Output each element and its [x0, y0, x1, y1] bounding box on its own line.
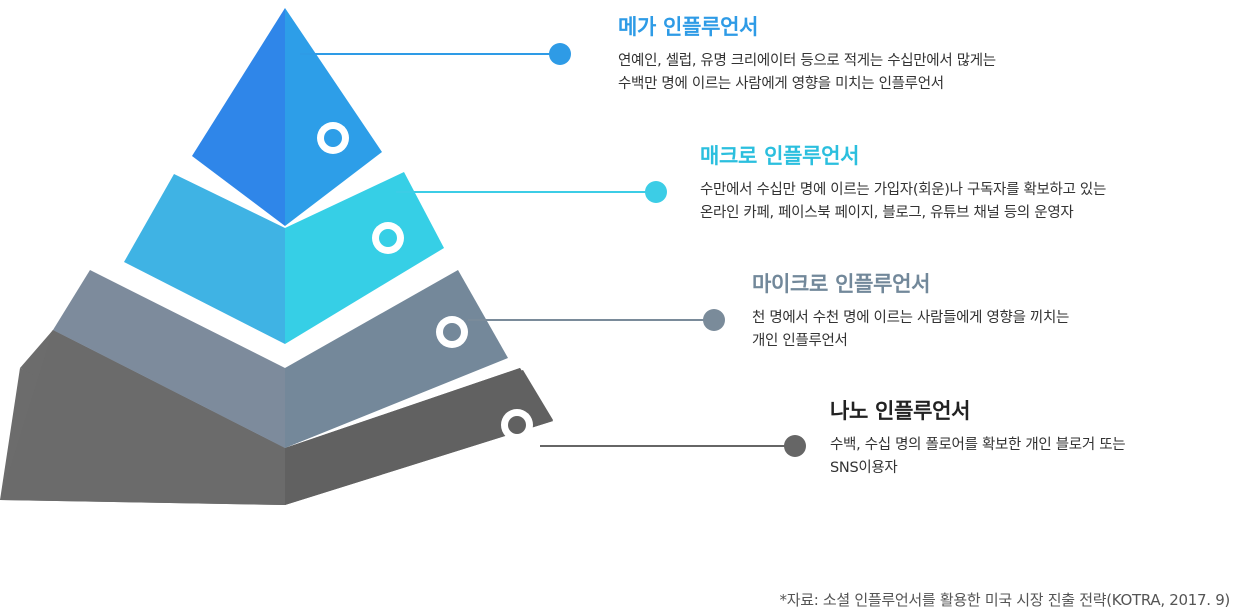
macro-influencer-block: 매크로 인플루언서 수만에서 수십만 명에 이르는 가입자(회운)나 구독자를 …: [700, 143, 1106, 225]
micro-tier-left-face: [53, 270, 285, 448]
mega-influencer-block: 메가 인플루언서 연예인, 셀럽, 유명 크리에이터 등으로 적게는 수십만에서…: [618, 14, 996, 96]
macro-desc-line-2: 온라인 카페, 페이스북 페이지, 블로그, 유튜브 채널 등의 운영자: [700, 205, 1074, 221]
micro-influencer-description: 천 명에서 수천 명에 이르는 사람들에게 영향을 끼치는 개인 인플루언서: [752, 307, 1069, 353]
macro-influencer-title: 매크로 인플루언서: [700, 144, 860, 168]
macro-ring-marker: [372, 222, 404, 254]
mega-desc-line-2: 수백만 명에 이르는 사람에게 영향을 미치는 인플루언서: [618, 76, 944, 92]
micro-desc-line-1: 천 명에서 수천 명에 이르는 사람들에게 영향을 끼치는: [752, 310, 1070, 326]
mega-influencer-description: 연예인, 셀럽, 유명 크리에이터 등으로 적게는 수십만에서 많게는 수백만 …: [618, 50, 996, 96]
mega-tier-left-face: [192, 8, 285, 226]
nano-desc-line-1: 수백, 수십 명의 폴로어를 확보한 개인 블로거 또는: [830, 437, 1126, 453]
micro-tier-right-face: [285, 270, 508, 448]
nano-right-base: [285, 368, 553, 505]
micro-influencer-title: 마이크로 인플루언서: [752, 272, 931, 296]
macro-influencer-description: 수만에서 수십만 명에 이르는 가입자(회운)나 구독자를 확보하고 있는 온라…: [700, 179, 1106, 225]
nano-left-base: [0, 330, 285, 505]
mega-endpoint-dot: [549, 43, 571, 65]
micro-desc-line-2: 개인 인플루언서: [752, 333, 848, 349]
nano-influencer-block: 나노 인플루언서 수백, 수십 명의 폴로어를 확보한 개인 블로거 또는 SN…: [830, 398, 1126, 480]
micro-ring-marker: [436, 316, 468, 348]
mega-influencer-title: 메가 인플루언서: [618, 15, 759, 39]
nano-influencer-description: 수백, 수십 명의 폴로어를 확보한 개인 블로거 또는 SNS이용자: [830, 434, 1126, 480]
macro-desc-line-1: 수만에서 수십만 명에 이르는 가입자(회운)나 구독자를 확보하고 있는: [700, 182, 1106, 198]
mega-ring-marker: [317, 122, 349, 154]
macro-tier-left-face: [124, 174, 285, 344]
nano-endpoint-dot: [784, 435, 806, 457]
micro-endpoint-dot: [703, 309, 725, 331]
nano-ring-marker: [501, 409, 533, 441]
micro-influencer-block: 마이크로 인플루언서 천 명에서 수천 명에 이르는 사람들에게 영향을 끼치는…: [752, 271, 1069, 353]
source-citation: *자료: 소셜 인플루언서를 활용한 미국 시장 진출 전략(KOTRA, 20…: [779, 591, 1231, 609]
macro-endpoint-dot: [645, 181, 667, 203]
nano-desc-line-2: SNS이용자: [830, 460, 898, 476]
nano-influencer-title: 나노 인플루언서: [830, 399, 971, 423]
mega-desc-line-1: 연예인, 셀럽, 유명 크리에이터 등으로 적게는 수십만에서 많게는: [618, 53, 996, 69]
mega-tier-right-face: [285, 8, 382, 226]
macro-tier-right-face: [285, 172, 444, 344]
